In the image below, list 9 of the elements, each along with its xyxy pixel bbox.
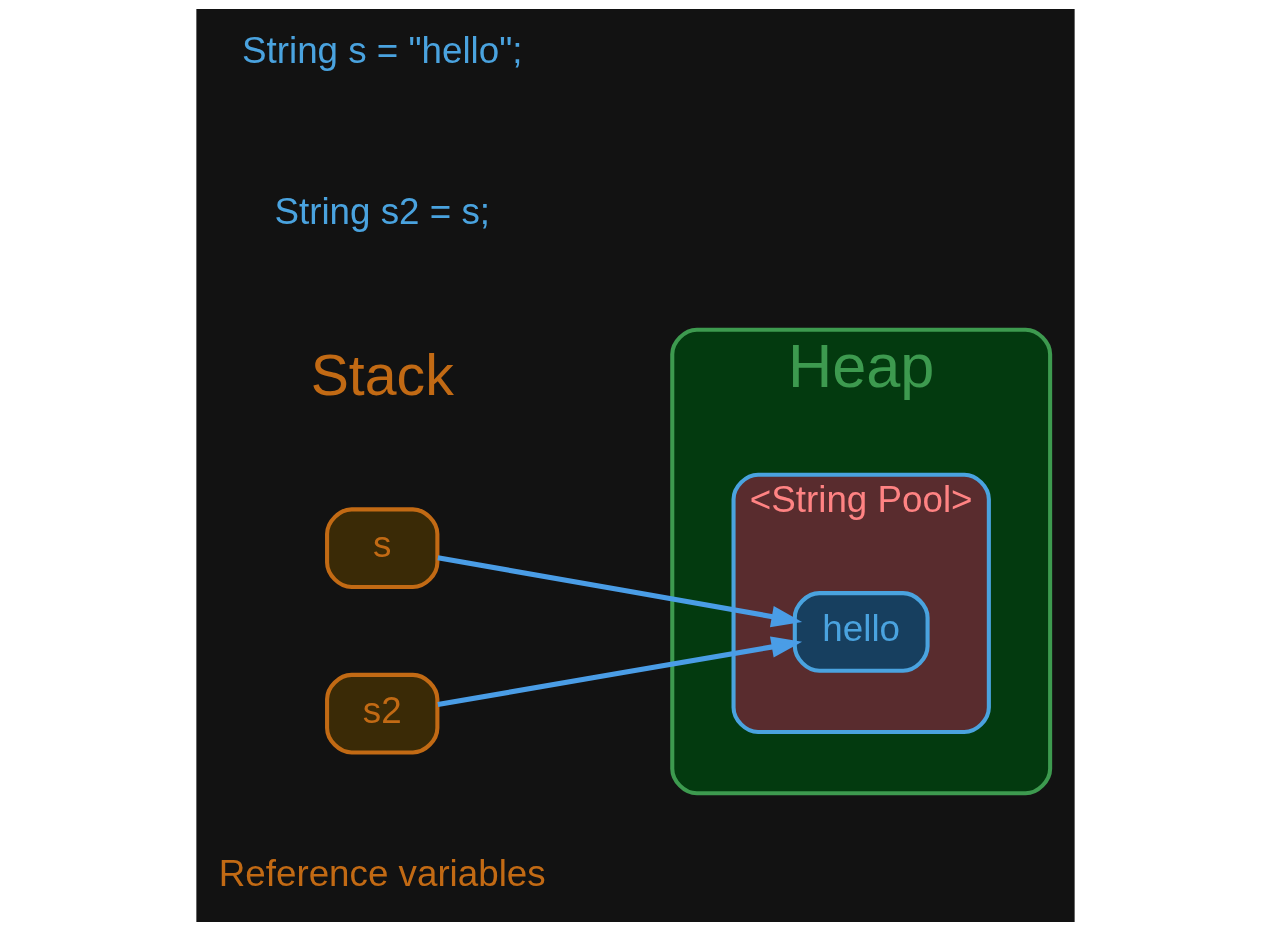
node-box: s2 [324,672,439,754]
arrow [436,635,802,707]
label: String s = "hello"; [241,29,522,71]
label: String s2 = s; [273,190,490,232]
label: Stack [310,342,454,407]
label: Reference variables [218,852,546,894]
node-box: s [324,506,439,589]
arrow [436,554,802,627]
node-box: hello [792,590,930,673]
